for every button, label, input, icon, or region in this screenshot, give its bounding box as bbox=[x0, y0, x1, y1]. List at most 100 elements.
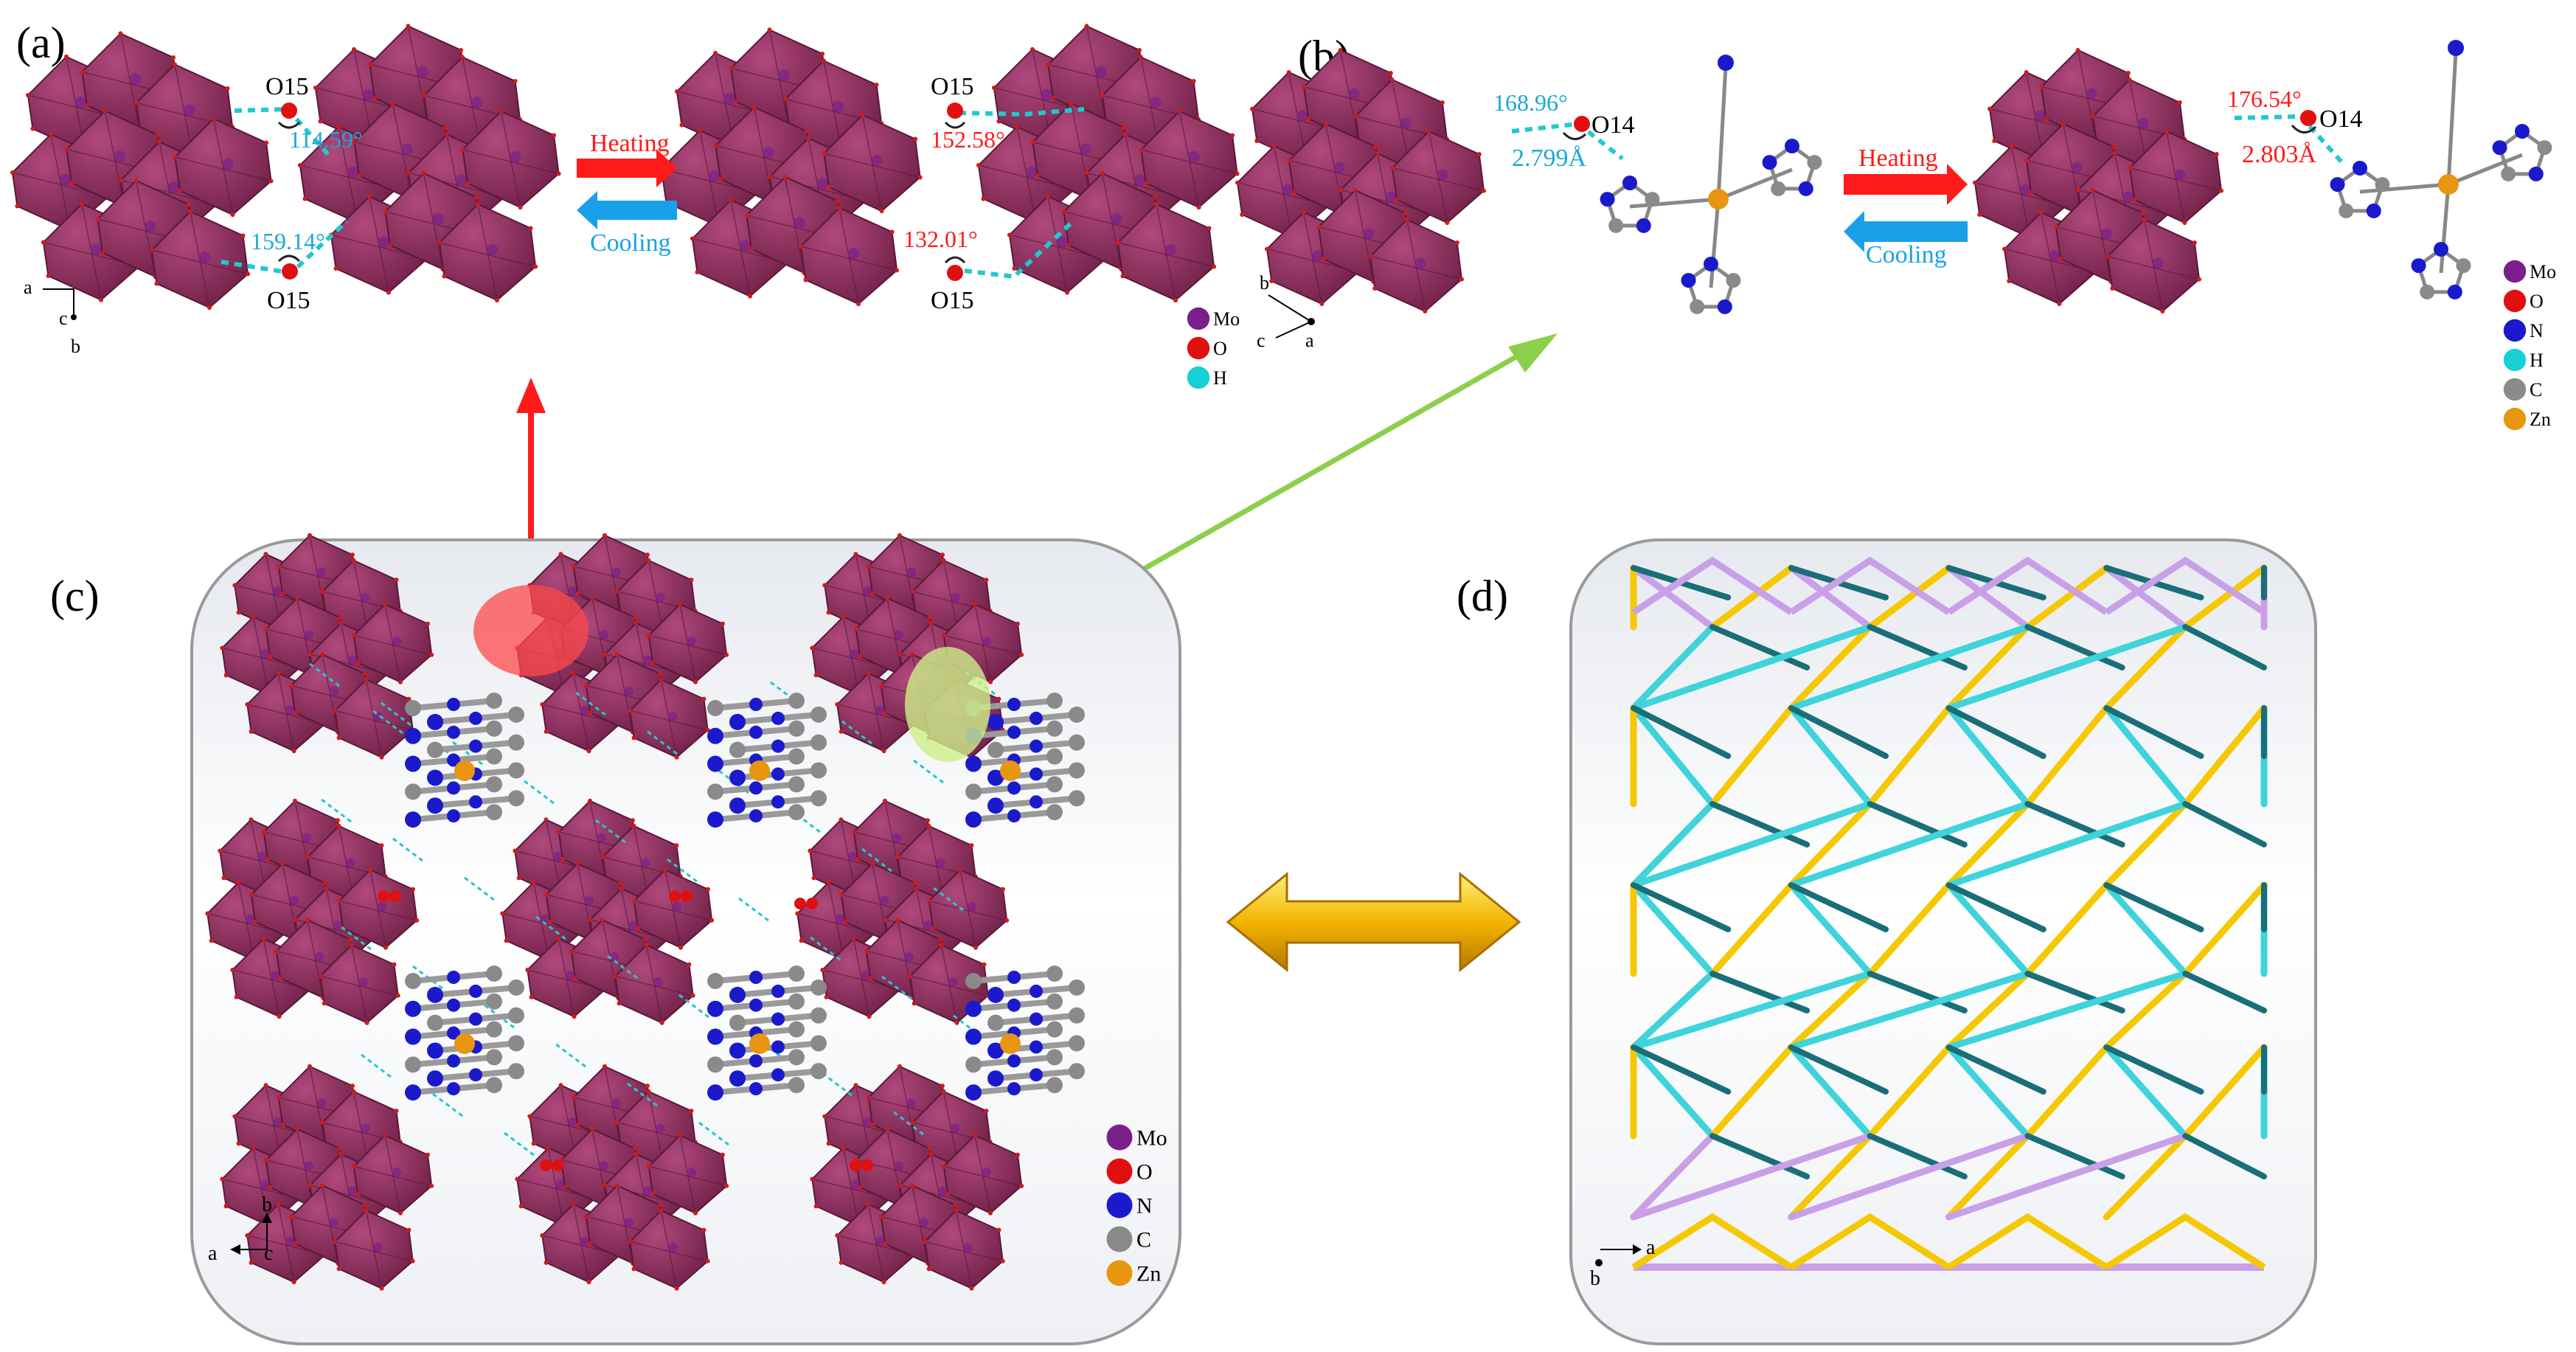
nitrogen-atom bbox=[427, 1042, 443, 1059]
carbon-atom bbox=[508, 762, 524, 779]
nitrogen-atom bbox=[2330, 177, 2345, 193]
angle-value: 168.96° bbox=[1493, 89, 1568, 116]
ligand-complex bbox=[1600, 55, 1822, 314]
net-edge bbox=[1788, 800, 2031, 889]
mo-atom bbox=[624, 1218, 634, 1227]
net-edge bbox=[1709, 564, 1795, 631]
svg-text:b: b bbox=[1590, 1267, 1600, 1290]
topology-network bbox=[1630, 556, 2268, 1271]
nitrogen-atom bbox=[707, 811, 723, 828]
nitrogen-atom bbox=[987, 1042, 1004, 1059]
mo-atom bbox=[847, 852, 858, 862]
mo-atom bbox=[392, 1168, 402, 1177]
zinc-atom bbox=[454, 1033, 475, 1054]
nitrogen-atom bbox=[469, 1012, 482, 1026]
heating-label: Heating bbox=[590, 130, 670, 157]
axis-indicator: b a c bbox=[208, 1193, 273, 1265]
net-edge bbox=[1630, 1132, 1874, 1221]
carbon-atom bbox=[486, 1021, 502, 1038]
mo-atom bbox=[377, 902, 387, 912]
net-edge bbox=[1630, 1132, 1716, 1221]
carbon-atom bbox=[729, 1014, 746, 1031]
mo-atom bbox=[816, 178, 829, 190]
net-edge bbox=[2103, 800, 2189, 889]
carbon-atom bbox=[788, 993, 805, 1010]
nitrogen-atom bbox=[2492, 140, 2507, 156]
atom-label: O14 bbox=[2319, 105, 2363, 133]
mo-atom bbox=[114, 150, 125, 163]
net-edge bbox=[1630, 970, 1716, 1051]
carbon-atom bbox=[707, 973, 723, 989]
mo-atom bbox=[967, 902, 977, 912]
nitrogen-atom bbox=[965, 1084, 982, 1101]
distance-value: 2.803Å bbox=[2242, 141, 2317, 168]
nitrogen-atom bbox=[427, 713, 443, 730]
mo-atom bbox=[982, 1168, 992, 1177]
oxygen-atom bbox=[2300, 110, 2316, 126]
net-edge bbox=[2103, 881, 2189, 977]
mo-atom bbox=[74, 96, 87, 108]
net-edge bbox=[2024, 971, 2125, 1013]
legend-label: H bbox=[2530, 350, 2544, 371]
carbon-atom bbox=[810, 1063, 827, 1080]
net-edge bbox=[1631, 1213, 1794, 1270]
mo-atom bbox=[628, 921, 638, 931]
legend-swatch bbox=[1187, 336, 1210, 360]
nitrogen-atom bbox=[447, 781, 460, 795]
mo-atom bbox=[555, 1180, 565, 1190]
nitrogen-atom bbox=[405, 1000, 421, 1017]
carbon-atom bbox=[1069, 790, 1085, 807]
net-edge bbox=[1709, 704, 1795, 808]
mo-atom bbox=[285, 1236, 295, 1247]
carbon-atom bbox=[1069, 1007, 1085, 1024]
axis-indicator: b c a bbox=[1257, 272, 1315, 351]
carbon-atom bbox=[2420, 284, 2435, 299]
mo-atom bbox=[145, 220, 156, 232]
mo-atom bbox=[183, 104, 195, 117]
mo-atom bbox=[655, 592, 665, 603]
carbon-atom bbox=[1046, 1021, 1063, 1038]
mo-atom bbox=[687, 1168, 697, 1177]
nitrogen-atom bbox=[2353, 161, 2367, 176]
carbon-atom bbox=[707, 1056, 723, 1073]
mo-atom bbox=[304, 1161, 314, 1171]
mo-atom bbox=[417, 66, 428, 78]
mo-atom bbox=[894, 630, 904, 640]
polyhedra-cluster bbox=[297, 24, 1240, 303]
carbon-atom bbox=[1726, 273, 1741, 288]
nitrogen-atom bbox=[749, 998, 763, 1012]
angle-arc bbox=[944, 121, 966, 129]
nitrogen-atom bbox=[2448, 40, 2464, 56]
mo-atom bbox=[1095, 66, 1107, 78]
mo-atom bbox=[401, 143, 413, 156]
nitrogen-atom bbox=[1600, 192, 1615, 207]
net-edge bbox=[2024, 881, 2110, 977]
mo-atom bbox=[260, 1180, 270, 1190]
net-edge bbox=[2103, 705, 2204, 759]
nitrogen-atom bbox=[1007, 698, 1021, 711]
nitrogen-atom bbox=[447, 1082, 460, 1096]
mo-atom bbox=[739, 240, 751, 252]
carbon-atom bbox=[486, 1077, 502, 1094]
legend-swatch bbox=[1106, 1192, 1133, 1218]
carbon-atom bbox=[486, 804, 502, 821]
mo-atom bbox=[1188, 150, 1200, 163]
net-edge bbox=[1947, 556, 2108, 615]
mo-atom bbox=[906, 1098, 917, 1109]
nitrogen-atom bbox=[749, 1054, 763, 1068]
nitrogen-atom bbox=[749, 809, 763, 823]
nitrogen-atom bbox=[447, 1054, 460, 1068]
nitrogen-atom bbox=[771, 1012, 785, 1026]
nitrogen-atom bbox=[447, 998, 460, 1012]
mo-atom bbox=[289, 895, 299, 906]
carbon-atom bbox=[1069, 706, 1085, 723]
net-edge bbox=[1788, 970, 1874, 1051]
net-edge bbox=[1788, 564, 1874, 631]
mo-atom bbox=[597, 833, 607, 843]
legend-swatch bbox=[1106, 1158, 1133, 1185]
nitrogen-atom bbox=[1030, 1068, 1043, 1082]
mo-atom bbox=[567, 1117, 577, 1127]
nitrogen-atom bbox=[771, 739, 785, 753]
